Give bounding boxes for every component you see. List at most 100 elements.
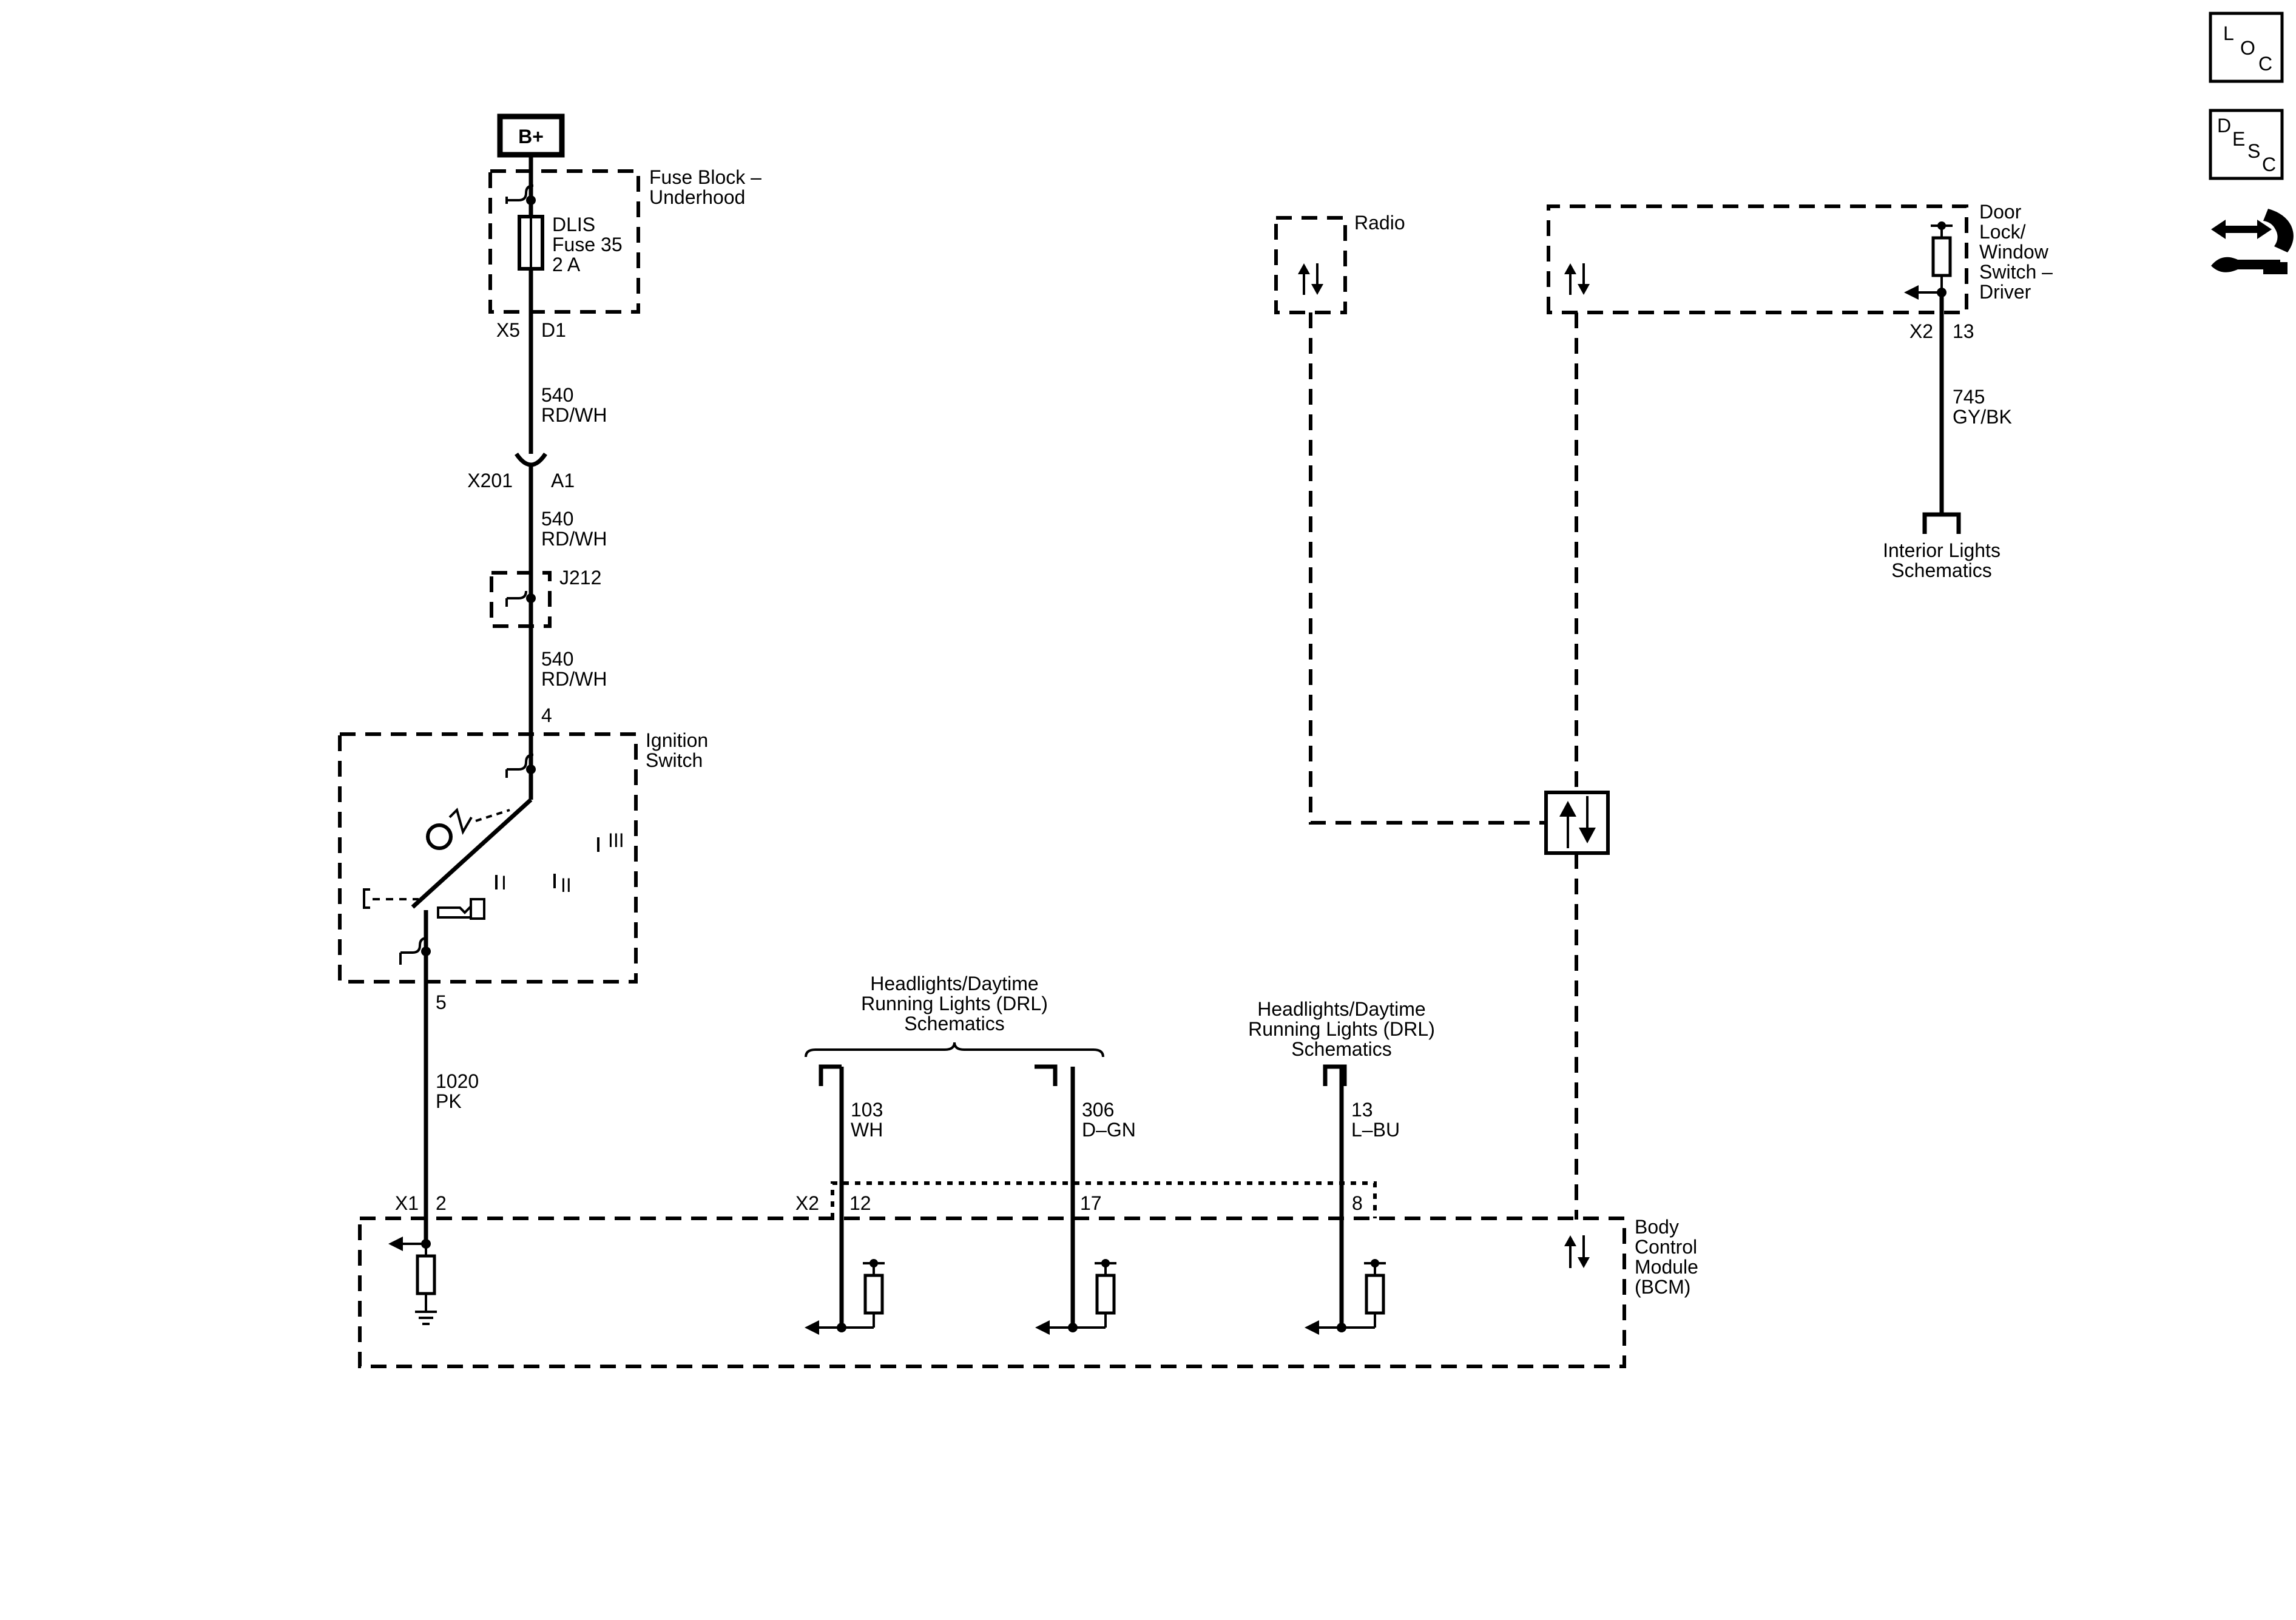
bplus-label: B+: [518, 126, 544, 147]
wire-306-color: D–GN: [1082, 1119, 1136, 1141]
fuse-name: DLIS: [552, 214, 595, 235]
switch-bracket-icon: [363, 888, 370, 909]
bcm-x1-pin: 2: [436, 1192, 447, 1214]
wire-103-circuit: 103: [851, 1099, 883, 1121]
ignition-pin-out: 5: [436, 991, 447, 1013]
description-view-button[interactable]: D E S C: [2209, 109, 2284, 180]
loc-letter-3: C: [2258, 53, 2272, 75]
switch-spring-icon: [448, 808, 473, 835]
door-pullup-resistor-icon: [1931, 236, 1952, 277]
fuse-number: Fuse 35: [552, 234, 623, 255]
desc-letter-4: C: [2262, 154, 2276, 175]
drl-13-terminal-icon: [1323, 1064, 1347, 1086]
wire-540c-color: RD/WH: [541, 668, 607, 690]
serial-data-gateway: [1544, 791, 1610, 855]
bcm-input-13: [1305, 1259, 1386, 1335]
loc-letter-1: L: [2223, 22, 2234, 44]
fuse-block-label-2: Underhood: [649, 186, 745, 208]
drl-schematics-reference-single: Headlights/Daytime Running Lights (DRL) …: [1248, 998, 1435, 1086]
drl-group-line-3: Schematics: [904, 1013, 1004, 1034]
interior-lights-terminal-icon: [1922, 512, 1961, 534]
bcm-pin-17: 17: [1080, 1192, 1102, 1214]
wire-13-color: L–BU: [1351, 1119, 1400, 1141]
bcm-serial-data-icon: [1564, 1235, 1590, 1268]
drl-group-brace-icon: [805, 1042, 1104, 1058]
battery-positive-source: B+: [497, 113, 565, 158]
bcm-input-306: [1035, 1259, 1116, 1335]
drl-single-line-2: Running Lights (DRL): [1248, 1018, 1435, 1040]
key-icon: [437, 898, 485, 920]
bcm-x1-connector: X1: [395, 1192, 419, 1214]
drl-103-terminal-icon: [819, 1064, 842, 1086]
wire-540b-circuit: 540: [541, 508, 573, 530]
desc-letter-3: S: [2247, 140, 2260, 162]
location-view-button[interactable]: L O C: [2209, 12, 2284, 83]
x201-label: X201: [467, 470, 513, 491]
bcm-label-3: Module: [1635, 1256, 1698, 1278]
drl-single-line-1: Headlights/Daytime: [1257, 998, 1425, 1020]
inline-connector-x201: X201 A1: [467, 452, 575, 491]
pullup-resistor-13-icon: [1365, 1274, 1385, 1315]
door-label-1: Door: [1979, 201, 2022, 223]
door-label-3: Window: [1979, 241, 2049, 263]
ignition-switch-blade: [411, 798, 533, 909]
switch-pivot-icon: [426, 823, 453, 850]
bcm-label-4: (BCM): [1635, 1276, 1690, 1298]
door-label-5: Driver: [1979, 281, 2031, 303]
door-lock-window-switch-driver: Door Lock/ Window Switch – Driver X2 13: [1547, 201, 2053, 342]
ground-icon: [415, 1311, 437, 1325]
fuse-block-pin: D1: [541, 319, 566, 341]
wire-540b-color: RD/WH: [541, 528, 607, 550]
door-pin: 13: [1953, 320, 1974, 342]
fuse-rating: 2 A: [552, 254, 581, 275]
splice-j212: J212: [490, 567, 601, 628]
wire-540a-color: RD/WH: [541, 404, 607, 426]
radio-serial-data-icon: [1298, 263, 1323, 295]
door-connector: X2: [1909, 320, 1933, 342]
fuse-block-label-1: Fuse Block –: [649, 166, 761, 188]
ignition-label-2: Switch: [646, 749, 703, 771]
wire-13-circuit: 13: [1351, 1099, 1373, 1121]
fuse-block-connector: X5: [496, 319, 520, 341]
ignition-switch: Ignition Switch I II III: [338, 729, 708, 984]
wire-745-color: GY/BK: [1953, 406, 2012, 428]
radio-serial-data-line: [1309, 312, 1546, 825]
door-label-2: Lock/: [1979, 221, 2026, 243]
interior-lights-line-1: Interior Lights: [1883, 539, 2001, 561]
bcm-ignition-input: [388, 1237, 437, 1325]
door-serial-data-icon: [1564, 263, 1590, 295]
bcm-input-103: [805, 1259, 885, 1335]
wire-1020-circuit: 1020: [436, 1070, 479, 1092]
pullup-resistor-306-icon: [1095, 1274, 1116, 1315]
bcm-pin-12: 12: [849, 1192, 871, 1214]
drl-single-line-3: Schematics: [1291, 1038, 1391, 1060]
bcm-pin-8: 8: [1352, 1192, 1363, 1214]
j212-label: J212: [559, 567, 601, 589]
wire-1020-color: PK: [436, 1090, 462, 1112]
wire-540a-circuit: 540: [541, 384, 573, 406]
drl-group-line-1: Headlights/Daytime: [870, 973, 1038, 994]
connector-wrench-icon[interactable]: [2211, 209, 2294, 274]
wire-745-circuit: 745: [1953, 386, 1985, 408]
body-control-module: Body Control Module (BCM) X1 2 X2 12 17 …: [358, 1181, 1698, 1368]
pullup-resistor-103-icon: [863, 1274, 884, 1315]
bcm-label-1: Body: [1635, 1216, 1679, 1238]
drl-schematics-reference-group: Headlights/Daytime Running Lights (DRL) …: [805, 973, 1104, 1086]
x201-pin: A1: [551, 470, 575, 491]
door-label-4: Switch –: [1979, 261, 2053, 283]
wire-103-color: WH: [851, 1119, 883, 1141]
drl-306-terminal-icon: [1035, 1064, 1058, 1086]
fuse-block-terminal-icon: [505, 184, 534, 204]
desc-letter-1: D: [2217, 115, 2231, 137]
bcm-x2-connector: X2: [795, 1192, 819, 1214]
pulldown-resistor-icon: [416, 1254, 436, 1295]
ignition-pin-in: 4: [541, 704, 552, 726]
position-ii-label: II: [561, 874, 572, 896]
bcm-label-2: Control: [1635, 1236, 1697, 1258]
desc-letter-2: E: [2232, 128, 2245, 150]
wire-540c-circuit: 540: [541, 648, 573, 670]
radio-label: Radio: [1354, 212, 1405, 234]
position-i-label: I: [501, 872, 507, 894]
